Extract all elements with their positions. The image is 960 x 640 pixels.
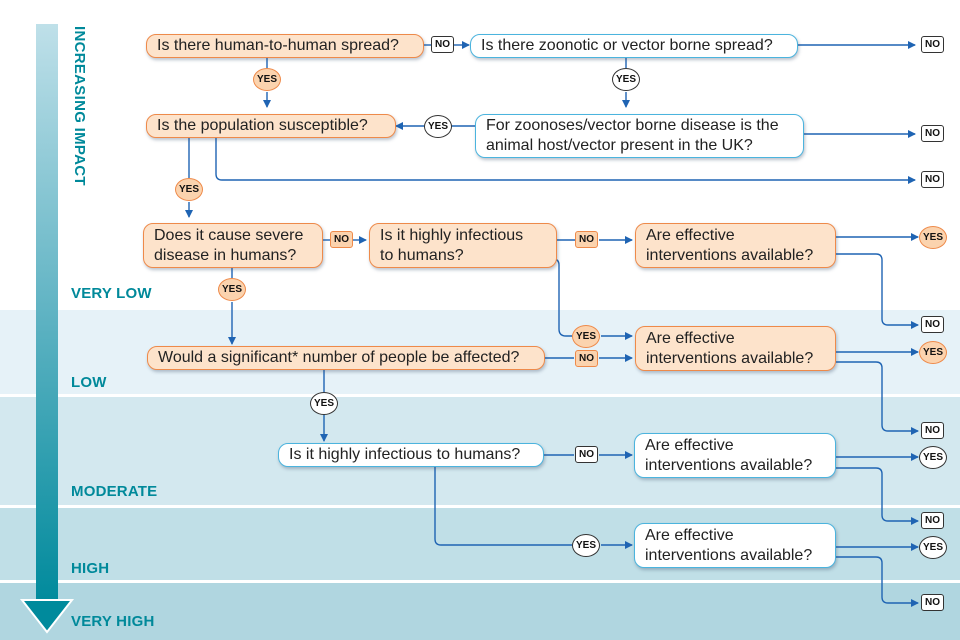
level-very-high: VERY HIGH — [71, 613, 155, 630]
question-population-susceptible: Is the population susceptible? — [146, 114, 396, 138]
answer-yes: YES — [253, 68, 281, 91]
connector — [836, 556, 919, 607]
impact-arrow — [19, 24, 75, 634]
question-text-line2: interventions available? — [646, 349, 814, 367]
answer-no: NO — [431, 36, 454, 53]
band-very-high — [0, 583, 960, 640]
connector — [836, 253, 919, 329]
answer-no: NO — [575, 350, 598, 367]
question-interventions-3: Are effective interventions available? — [634, 433, 836, 478]
connector — [545, 258, 572, 337]
answer-yes: YES — [175, 178, 203, 201]
answer-no: NO — [575, 231, 598, 248]
answer-yes: YES — [612, 68, 640, 91]
answer-yes: YES — [424, 115, 452, 138]
connector — [836, 467, 919, 525]
outcome-no: NO — [921, 512, 944, 529]
question-text: Would a significant* number of people be… — [158, 349, 520, 366]
outcome-yes: YES — [919, 536, 947, 559]
question-highly-infectious-b: Is it highly infectious to humans? — [278, 443, 544, 467]
question-text: Is there zoonotic or vector borne spread… — [481, 37, 773, 54]
question-severe-disease: Does it cause severe disease in humans? — [143, 223, 323, 268]
answer-yes: YES — [218, 278, 246, 301]
outcome-yes: YES — [919, 226, 947, 249]
question-text: Is there human-to-human spread? — [157, 37, 399, 54]
axis-label: INCREASING IMPACT — [68, 26, 92, 216]
question-interventions-4: Are effective interventions available? — [634, 523, 836, 568]
question-text-line2: animal host/vector present in the UK? — [486, 137, 753, 154]
answer-yes: YES — [572, 534, 600, 557]
outcome-no: NO — [921, 171, 944, 188]
question-text: Is the population susceptible? — [157, 117, 368, 134]
level-very-low: VERY LOW — [71, 285, 152, 302]
level-high: HIGH — [71, 560, 110, 577]
question-text-line1: Does it cause severe — [154, 226, 304, 244]
axis-label-text: INCREASING IMPACT — [71, 26, 88, 186]
question-text: Is it highly infectious to humans? — [289, 446, 521, 463]
question-text-line1: For zoonoses/vector borne disease is the — [486, 117, 779, 134]
level-moderate: MODERATE — [71, 483, 158, 500]
question-significant-number: Would a significant* number of people be… — [147, 346, 545, 370]
answer-yes: YES — [310, 392, 338, 415]
question-text-line2: interventions available? — [646, 246, 814, 264]
question-interventions-2: Are effective interventions available? — [635, 326, 836, 371]
outcome-no: NO — [921, 594, 944, 611]
question-text-line1: Are effective — [645, 436, 734, 454]
question-text-line2: disease in humans? — [154, 246, 297, 264]
outcome-no: NO — [921, 316, 944, 333]
question-interventions-1: Are effective interventions available? — [635, 223, 836, 268]
connector — [836, 361, 919, 435]
question-host-present: For zoonoses/vector borne disease is the… — [475, 114, 804, 158]
question-text-line1: Are effective — [646, 329, 735, 347]
question-human-spread: Is there human-to-human spread? — [146, 34, 424, 58]
question-text-line2: to humans? — [380, 246, 464, 264]
level-low: LOW — [71, 374, 107, 391]
outcome-no: NO — [921, 125, 944, 142]
connector — [434, 467, 572, 546]
outcome-no: NO — [921, 36, 944, 53]
answer-yes: YES — [572, 325, 600, 348]
question-text-line2: interventions available? — [645, 456, 813, 474]
answer-no: NO — [330, 231, 353, 248]
question-text-line1: Are effective — [646, 226, 735, 244]
question-highly-infectious-a: Is it highly infectious to humans? — [369, 223, 557, 268]
outcome-yes: YES — [919, 446, 947, 469]
outcome-no: NO — [921, 422, 944, 439]
question-text-line1: Are effective — [645, 526, 734, 544]
connector — [215, 138, 916, 184]
answer-no: NO — [575, 446, 598, 463]
question-zoonotic-spread: Is there zoonotic or vector borne spread… — [470, 34, 798, 58]
question-text-line1: Is it highly infectious — [380, 226, 524, 244]
outcome-yes: YES — [919, 341, 947, 364]
question-text-line2: interventions available? — [645, 546, 813, 564]
